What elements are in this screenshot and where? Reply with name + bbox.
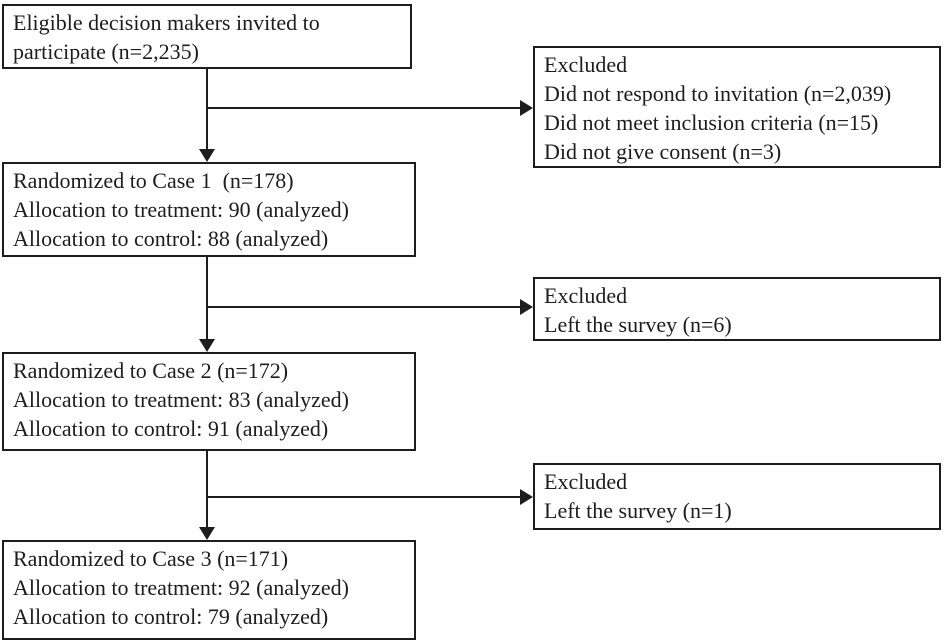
arrow-case2-to-excluded3 (207, 489, 533, 505)
box-excluded-3: Excluded Left the survey (n=1) (533, 463, 941, 530)
arrow-eligible-to-case1 (199, 69, 215, 162)
box-case-2: Randomized to Case 2 (n=172) Allocation … (2, 352, 416, 451)
box-line: Allocation to treatment: 92 (analyzed) (13, 575, 349, 600)
box-line: Allocation to control: 79 (analyzed) (13, 604, 329, 629)
box-case-3: Randomized to Case 3 (n=171) Allocation … (2, 540, 416, 640)
box-line: Allocation to treatment: 90 (analyzed) (13, 197, 349, 222)
box-line: Randomized to Case 1 (n=178) (13, 168, 294, 193)
box-line: Left the survey (n=6) (544, 312, 732, 337)
box-eligible: Eligible decision makers invited to part… (2, 4, 412, 69)
box-line: Did not respond to invitation (n=2,039) (544, 81, 892, 106)
arrow-case1-to-excluded2 (207, 299, 533, 315)
box-case-1: Randomized to Case 1 (n=178) Allocation … (2, 162, 416, 257)
box-line: Eligible decision makers invited to (13, 10, 320, 35)
box-line: Allocation to control: 88 (analyzed) (13, 226, 329, 251)
box-excluded-1: Excluded Did not respond to invitation (… (533, 46, 941, 168)
box-line: Did not give consent (n=3) (544, 139, 782, 164)
box-line: Excluded (544, 52, 628, 77)
box-line: Randomized to Case 2 (n=172) (13, 358, 289, 383)
arrow-eligible-to-excluded1 (207, 100, 533, 116)
box-line: Did not meet inclusion criteria (n=15) (544, 110, 879, 135)
arrow-case1-to-case2 (199, 257, 215, 352)
box-line: Left the survey (n=1) (544, 498, 732, 523)
box-line: Excluded (544, 283, 628, 308)
box-line: Randomized to Case 3 (n=171) (13, 546, 289, 571)
box-line: participate (n=2,235) (13, 39, 199, 64)
box-line: Excluded (544, 469, 628, 494)
box-line: Allocation to treatment: 83 (analyzed) (13, 387, 349, 412)
box-excluded-2: Excluded Left the survey (n=6) (533, 277, 941, 341)
arrow-case2-to-case3 (199, 451, 215, 540)
box-line: Allocation to control: 91 (analyzed) (13, 416, 329, 441)
